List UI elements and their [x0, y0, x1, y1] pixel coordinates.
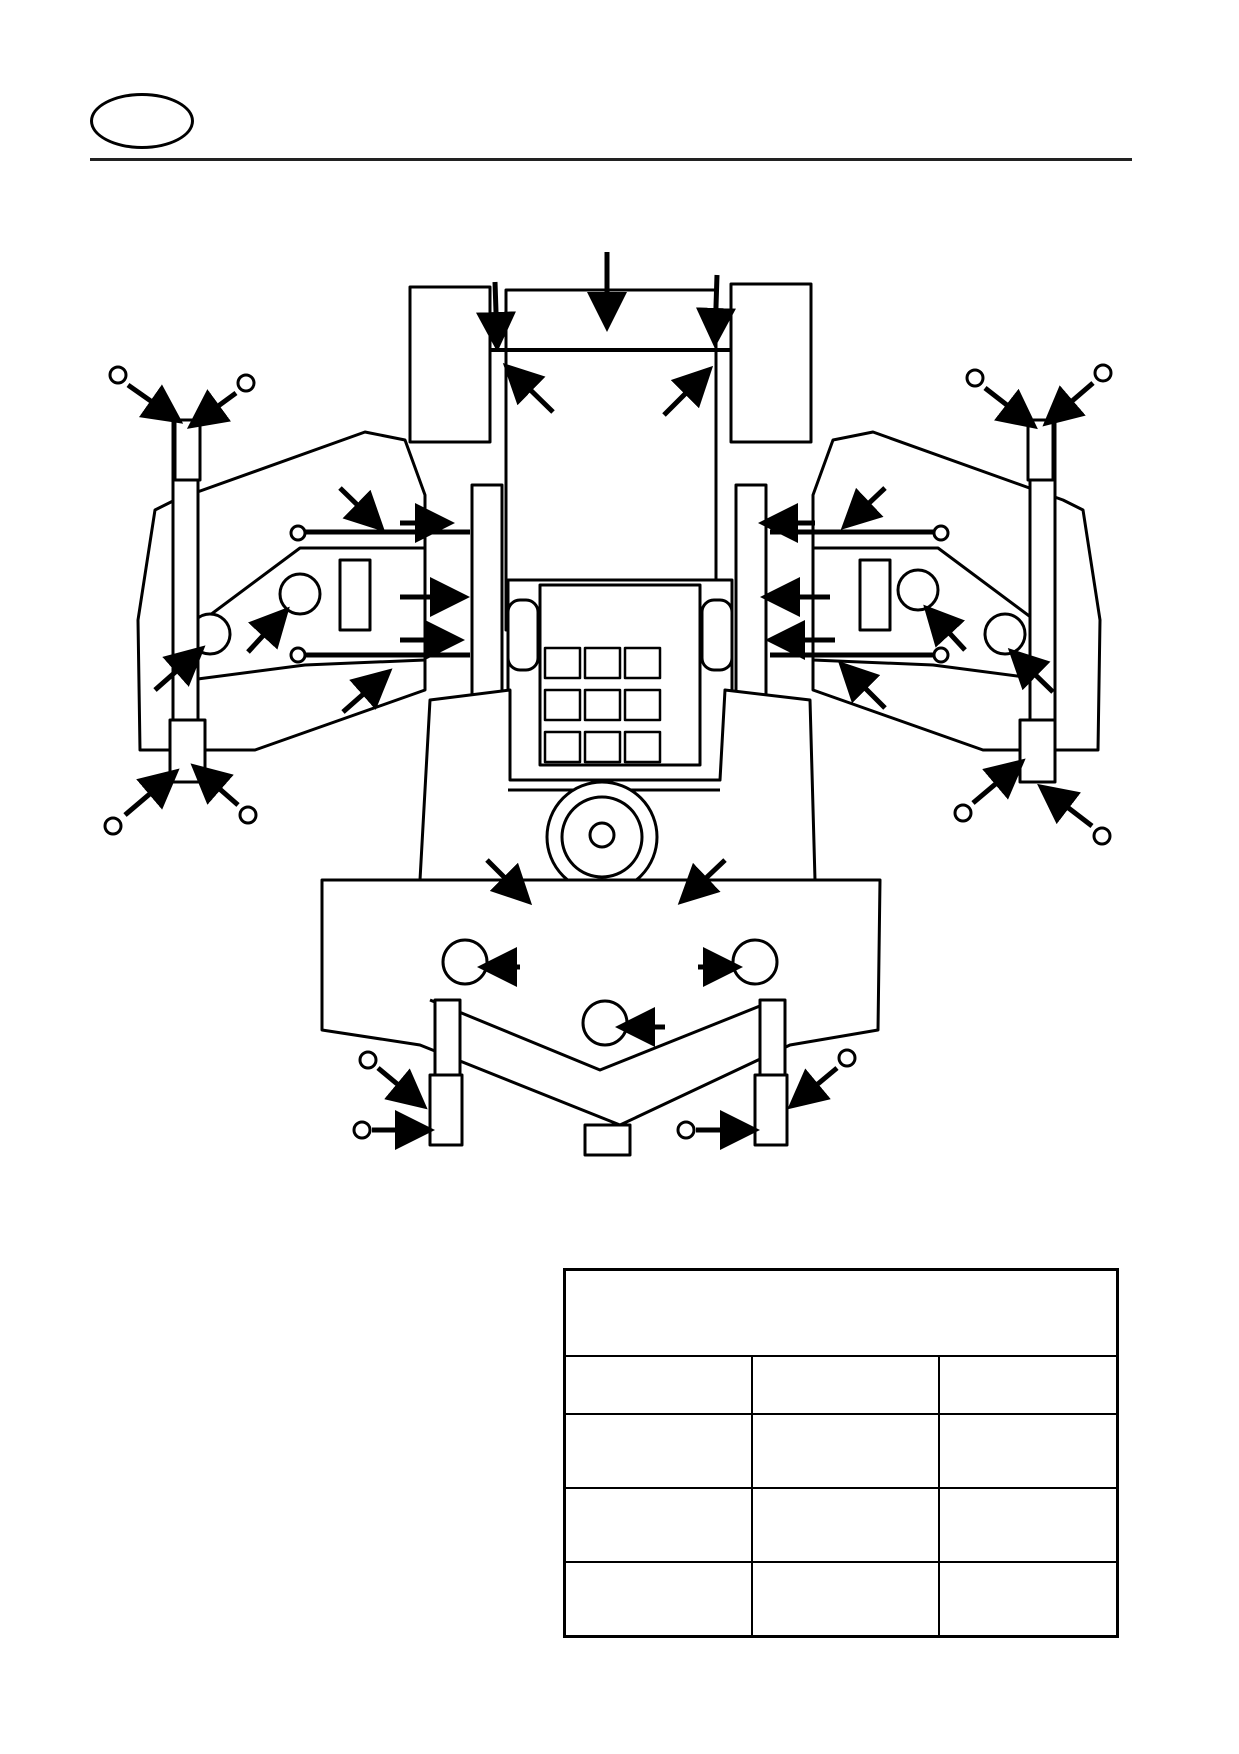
operator-platform — [418, 688, 817, 1002]
language-badge — [90, 93, 194, 149]
left-wing-arm — [171, 418, 200, 722]
table-cell — [563, 1561, 753, 1638]
front-deck — [320, 878, 882, 1127]
right-wing-deck — [811, 430, 1102, 752]
rear-body — [504, 288, 718, 632]
steering-wheel — [545, 780, 659, 894]
table-cell — [751, 1561, 940, 1638]
table-cell — [938, 1487, 1119, 1563]
front-left-arm — [433, 998, 462, 1112]
table-cell — [563, 1487, 753, 1563]
lubrication-table — [563, 1268, 1119, 1638]
table-cell — [563, 1355, 753, 1415]
table-cell — [751, 1487, 940, 1563]
left-wing-deck — [136, 430, 427, 752]
front-right-arm — [758, 998, 787, 1112]
right-wing-arm — [1028, 418, 1057, 722]
lube-arrows — [123, 252, 1095, 1150]
table-cell — [563, 1413, 753, 1489]
table-cell — [938, 1561, 1119, 1638]
table-cell — [938, 1355, 1119, 1415]
rear-wheel-right — [729, 282, 813, 444]
table-title — [563, 1268, 1119, 1357]
rear-wheel-left — [408, 285, 492, 444]
engine-hood — [506, 578, 734, 782]
table-cell — [938, 1413, 1119, 1489]
header-rule — [90, 158, 1132, 161]
table-cell — [751, 1355, 940, 1415]
grease-point-markers — [103, 363, 1113, 1140]
table-cell — [751, 1413, 940, 1489]
